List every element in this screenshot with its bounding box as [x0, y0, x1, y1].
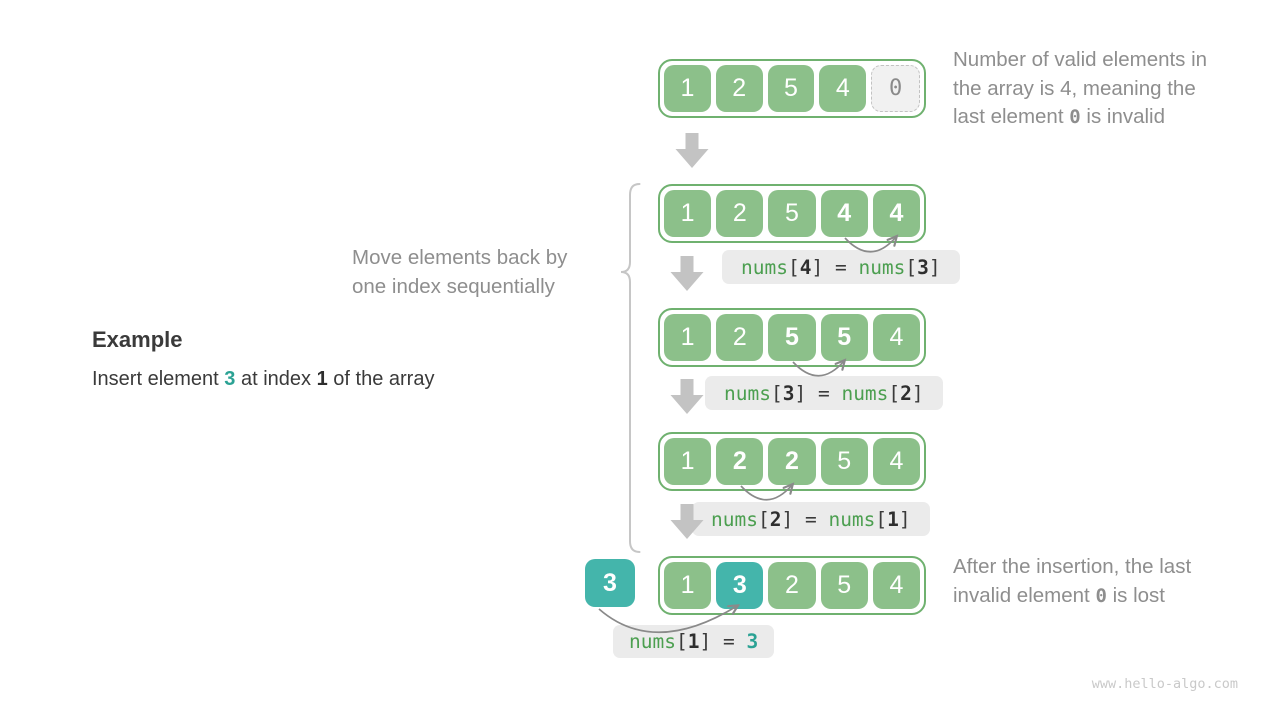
flow-down-arrow-icon	[670, 379, 704, 414]
text-part: [	[905, 255, 918, 279]
operation-label-3: nums[1] = 3	[613, 625, 775, 658]
text-part: is invalid	[1080, 105, 1165, 128]
text-part: [	[675, 630, 688, 653]
after-insertion-note: After the insertion, the last invalid el…	[953, 553, 1263, 610]
array-cell: 4	[872, 438, 921, 485]
array-cell: 5	[820, 562, 868, 609]
array-cell: 2	[716, 314, 764, 361]
array-cell: 2	[715, 65, 763, 112]
text-part: ]	[898, 507, 911, 531]
text-part: nums	[724, 381, 771, 405]
move-elements-note: Move elements back by one index sequenti…	[352, 246, 568, 298]
array-cell: 1	[664, 65, 711, 112]
text-part: 3	[917, 255, 929, 279]
array-cell: 4	[820, 190, 868, 237]
text-part: Insert element	[92, 368, 225, 390]
text-part: [	[787, 255, 800, 279]
text-part: [	[875, 507, 888, 531]
array-cell: 2	[768, 562, 816, 609]
array-cell: 1	[664, 562, 712, 609]
text-part: ]	[781, 507, 794, 531]
valid-elements-note: Number of valid elements in the array is…	[953, 46, 1263, 132]
text-part: 2	[900, 381, 912, 405]
text-part: nums	[741, 255, 788, 279]
text-part: 3	[224, 368, 236, 390]
text-part: nums	[828, 507, 876, 531]
text-part: [	[757, 507, 770, 531]
array-cell-invalid: 0	[871, 65, 920, 112]
flow-down-arrow-icon	[675, 133, 709, 168]
text-part: nums	[858, 255, 906, 279]
array-cell: 4	[872, 190, 921, 237]
text-part: nums	[629, 630, 676, 653]
operation-label-2: nums[2] = nums[1]	[692, 502, 930, 536]
array-cell: 1	[664, 190, 712, 237]
array-cell: 4	[819, 65, 867, 112]
array-cell: 4	[872, 562, 921, 609]
text-part: is lost	[1106, 583, 1166, 607]
text-part: 3	[746, 630, 759, 653]
operation-label-0: nums[4] = nums[3]	[722, 250, 960, 284]
array-cell: 1	[664, 438, 712, 485]
text-part: nums	[841, 381, 889, 405]
text-part: After the insertion, the last invalid el…	[953, 555, 1192, 607]
array-cell: 5	[767, 65, 815, 112]
array-cell: 2	[716, 438, 764, 485]
text-part: 1	[887, 507, 899, 531]
text-part: [	[770, 381, 783, 405]
text-part: 2	[769, 507, 782, 531]
text-part: nums	[711, 507, 758, 531]
watermark: www.hello-algo.com	[1091, 676, 1238, 692]
text-part: ]	[928, 255, 941, 279]
text-part: of the array	[327, 368, 435, 390]
flow-down-arrow-icon	[670, 256, 704, 291]
example-title: Example	[92, 327, 183, 352]
text-part: Number of valid elements in the array is…	[953, 48, 1208, 128]
text-part: 1	[316, 368, 328, 390]
array-cell-inserted: 3	[716, 562, 764, 609]
text-part: ]	[811, 255, 824, 279]
text-part: 0	[1095, 584, 1107, 607]
array-cell: 5	[820, 314, 868, 361]
array-cell: 2	[768, 438, 816, 485]
text-part: ]	[794, 381, 807, 405]
text-part: =	[806, 381, 842, 405]
array-cell: 4	[872, 314, 921, 361]
grouping-brace	[620, 183, 641, 553]
array-cell: 2	[716, 190, 764, 237]
operation-label-1: nums[3] = nums[2]	[705, 376, 943, 410]
array-cell: 5	[820, 438, 868, 485]
text-part: [	[888, 381, 901, 405]
text-part: 0	[1069, 106, 1081, 128]
text-part: 1	[687, 630, 700, 653]
text-part: =	[711, 630, 747, 653]
text-part: =	[823, 255, 859, 279]
array-cell: 5	[768, 190, 816, 237]
text-part: at index	[235, 368, 317, 390]
example-description: Insert element 3 at index 1 of the array	[92, 368, 434, 391]
text-part: 4	[799, 255, 812, 279]
text-part: 3	[782, 381, 795, 405]
text-part: ]	[699, 630, 712, 653]
array-cell: 1	[664, 314, 712, 361]
text-part: =	[793, 507, 829, 531]
text-part: ]	[911, 381, 924, 405]
inserted-element-box: 3	[585, 559, 635, 607]
array-cell: 5	[768, 314, 816, 361]
